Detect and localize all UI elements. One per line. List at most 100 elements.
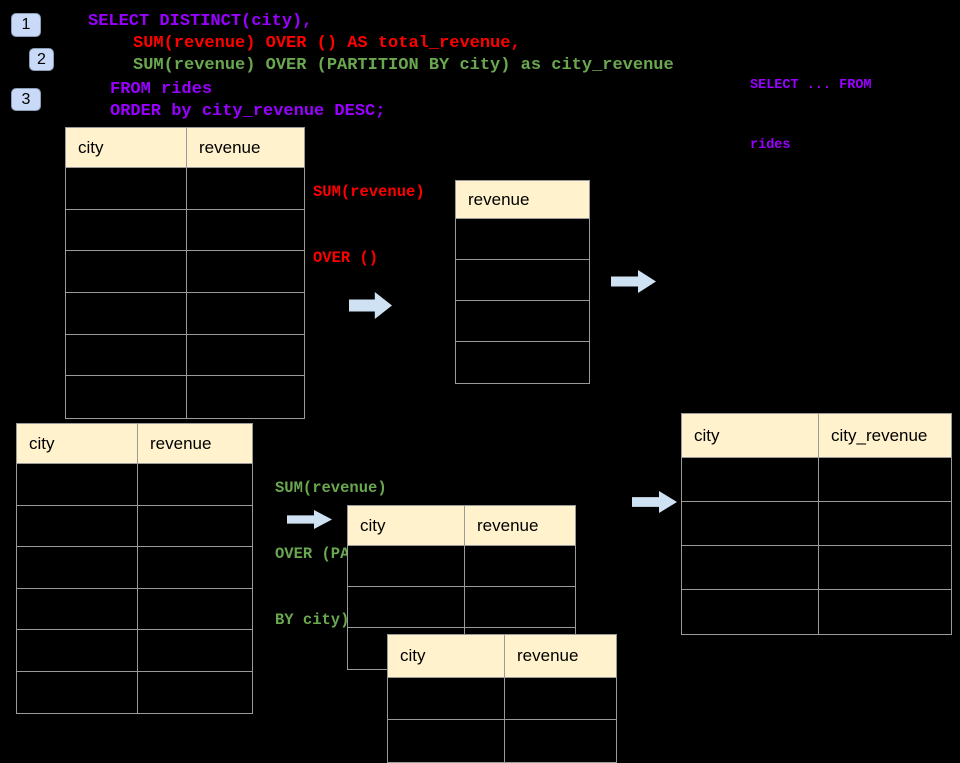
- table-cell: [66, 335, 186, 376]
- source-table-top: city revenue: [65, 127, 305, 420]
- table-cell: [137, 505, 252, 546]
- table-row: [66, 334, 304, 377]
- table-cell: [17, 464, 137, 505]
- annotation-line: BY city): [275, 611, 350, 629]
- table-cell: [456, 342, 589, 383]
- table-row: [17, 588, 252, 630]
- sql-line-partition: SUM(revenue) OVER (PARTITION BY city) as…: [133, 56, 674, 75]
- table-row: [388, 678, 616, 720]
- table-cell: [17, 589, 137, 630]
- table-cell: [66, 168, 186, 209]
- table-cell: [17, 672, 137, 714]
- table-row: [348, 546, 575, 587]
- table-header-row: revenue: [456, 181, 589, 219]
- column-header-city: city: [694, 425, 720, 445]
- source-table-bottom: city revenue: [16, 423, 253, 714]
- table-cell: [17, 506, 137, 547]
- table-cell: [66, 293, 186, 334]
- table-cell: [66, 251, 186, 292]
- step-badge-1: 1: [11, 13, 41, 37]
- table-cell: [504, 678, 616, 719]
- table-cell: [186, 168, 304, 209]
- table-cell: [17, 547, 137, 588]
- table-row: [456, 219, 589, 260]
- table-row: [456, 301, 589, 342]
- table-cell: [818, 502, 951, 545]
- table-cell: [682, 546, 818, 589]
- total-revenue-table: revenue: [455, 180, 590, 384]
- table-cell: [137, 588, 252, 629]
- table-cell: [818, 546, 951, 589]
- table-cell: [348, 587, 464, 627]
- table-cell: [504, 720, 616, 762]
- column-header-revenue: revenue: [468, 189, 530, 209]
- column-header-revenue: revenue: [186, 128, 304, 167]
- side-note-line: rides: [750, 138, 791, 153]
- table-row: [17, 671, 252, 714]
- table-cell: [388, 720, 504, 762]
- table-cell: [186, 251, 304, 293]
- partition-table-overlap: city revenue: [387, 634, 617, 763]
- table-row: [682, 546, 951, 590]
- table-cell: [186, 334, 304, 376]
- table-header-row: city city_revenue: [682, 414, 951, 458]
- column-header-revenue: revenue: [464, 506, 575, 545]
- table-cell: [464, 587, 575, 627]
- table-cell: [137, 464, 252, 505]
- step-badge-3: 3: [11, 88, 41, 111]
- column-header-city: city: [400, 646, 426, 665]
- table-cell: [818, 458, 951, 501]
- annotation-sum-over-all: SUM(revenue) OVER (): [313, 137, 425, 291]
- table-header-row: city revenue: [388, 635, 616, 678]
- sql-line-select: SELECT DISTINCT(city),: [88, 12, 313, 31]
- table-row: [348, 587, 575, 628]
- city-revenue-result-table: city city_revenue: [681, 413, 952, 635]
- column-header-revenue: revenue: [137, 424, 252, 463]
- table-cell: [17, 630, 137, 671]
- step-badge-2: 2: [29, 48, 54, 71]
- column-header-city: city: [78, 137, 104, 157]
- table-cell: [388, 678, 504, 719]
- sql-line-order: ORDER by city_revenue DESC;: [110, 102, 386, 121]
- table-row: [682, 502, 951, 546]
- table-row: [17, 630, 252, 672]
- table-row: [17, 547, 252, 589]
- table-row: [66, 168, 304, 210]
- flow-arrow-to-total-table: [349, 292, 392, 319]
- column-header-city: city: [29, 433, 55, 453]
- table-cell: [456, 301, 589, 341]
- column-header-city-revenue: city_revenue: [818, 414, 951, 457]
- table-row: [682, 590, 951, 634]
- table-row: [17, 464, 252, 506]
- table-cell: [348, 546, 464, 586]
- table-row: [66, 376, 304, 419]
- table-header-row: city revenue: [348, 506, 575, 546]
- table-row: [66, 251, 304, 294]
- table-cell: [137, 671, 252, 713]
- table-cell: [456, 260, 589, 300]
- annotation-line: SUM(revenue): [275, 479, 387, 497]
- table-cell: [456, 219, 589, 259]
- flow-arrow-from-total-table: [611, 270, 656, 293]
- annotation-line: SUM(revenue): [313, 183, 425, 201]
- table-cell: [682, 458, 818, 501]
- table-header-row: city revenue: [17, 424, 252, 464]
- table-cell: [682, 502, 818, 545]
- table-row: [17, 505, 252, 547]
- table-cell: [186, 209, 304, 251]
- table-cell: [818, 590, 951, 634]
- side-note-line: SELECT ... FROM: [750, 78, 872, 93]
- table-cell: [186, 293, 304, 334]
- table-cell: [186, 376, 304, 419]
- table-cell: [66, 376, 186, 418]
- flow-arrow-to-result-table: [632, 491, 677, 513]
- table-row: [388, 720, 616, 762]
- column-header-city: city: [360, 515, 386, 535]
- table-row: [66, 293, 304, 335]
- table-row: [456, 342, 589, 383]
- table-cell: [66, 210, 186, 251]
- table-row: [682, 458, 951, 502]
- table-row: [66, 209, 304, 252]
- column-header-revenue: revenue: [504, 635, 616, 677]
- table-cell: [137, 630, 252, 671]
